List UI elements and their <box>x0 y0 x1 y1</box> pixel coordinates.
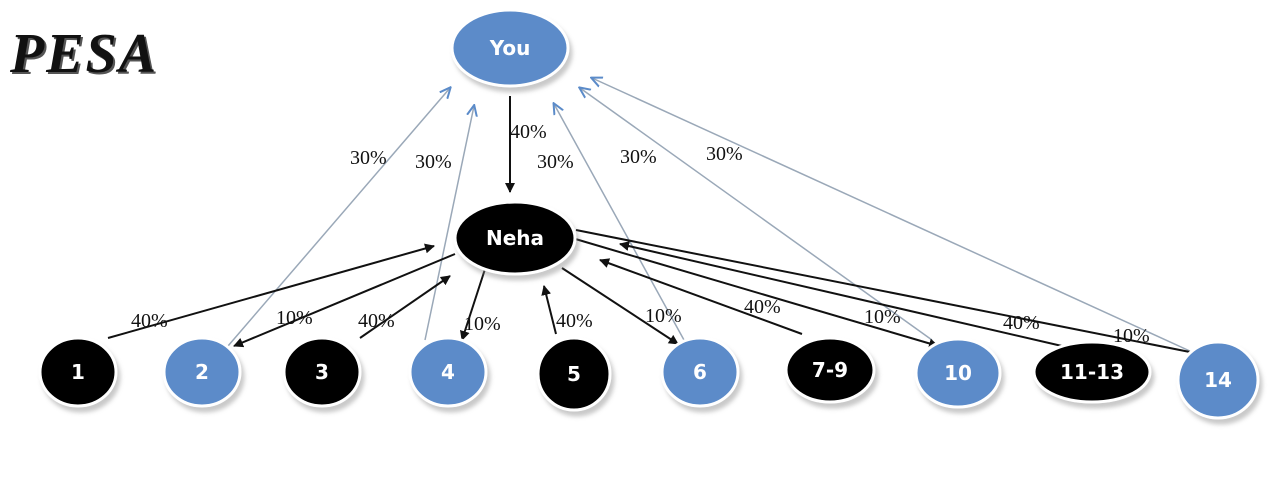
node-n2: 2 <box>162 336 242 408</box>
node-n6-label: 6 <box>693 360 707 384</box>
edge-label-n3-to-neha: 40% <box>358 310 395 332</box>
edge-n11_13-to-neha <box>619 241 1063 347</box>
node-you-label: You <box>489 36 531 60</box>
node-n3-shape <box>282 336 362 408</box>
edge-label-n7_9-to-neha: 40% <box>744 296 781 318</box>
node-neha-shape <box>453 200 577 276</box>
node-n11_13-label: 11-13 <box>1060 360 1124 384</box>
node-n11_13: 11-13 <box>1032 340 1152 404</box>
node-n10: 10 <box>914 337 1002 409</box>
edge-n2-to-you <box>227 88 450 347</box>
edge-n14-to-you <box>592 78 1193 353</box>
node-n7_9: 7-9 <box>784 336 876 404</box>
node-n6-shape <box>660 336 740 408</box>
edge-n7_9-to-neha <box>599 258 803 335</box>
edge-neha-to-n2 <box>233 253 456 348</box>
node-n4: 4 <box>408 336 488 408</box>
pesa-logo: PESA <box>10 23 159 85</box>
node-neha-label: Neha <box>486 226 544 250</box>
node-n2-shape <box>162 336 242 408</box>
node-n4-label: 4 <box>441 360 455 384</box>
edge-label-neha-to-n10: 10% <box>864 306 901 328</box>
edge-n4-to-you <box>424 106 474 341</box>
edge-label-neha-to-n14: 10% <box>1113 325 1150 347</box>
edge-label-neha-to-n6: 10% <box>645 305 682 327</box>
edge-neha-to-n6 <box>561 267 679 345</box>
edge-label-n10-to-you: 30% <box>620 146 657 168</box>
edge-n6-to-you <box>554 104 685 341</box>
node-n3: 3 <box>282 336 362 408</box>
node-n14: 14 <box>1176 340 1260 420</box>
node-n6: 6 <box>660 336 740 408</box>
node-n14-label: 14 <box>1204 368 1232 392</box>
node-n1: 1 <box>38 336 118 408</box>
edge-label-n11_13-to-neha: 40% <box>1003 312 1040 334</box>
node-n2-label: 2 <box>195 360 209 384</box>
edge-n5-to-neha <box>541 285 557 335</box>
edge-n1-to-neha <box>107 243 435 339</box>
node-neha: Neha <box>453 200 577 276</box>
node-n5-label: 5 <box>567 362 581 386</box>
node-n1-shape <box>38 336 118 408</box>
node-n10-label: 10 <box>944 361 972 385</box>
edge-label-n14-to-you: 30% <box>706 143 743 165</box>
node-n1-label: 1 <box>71 360 85 384</box>
node-n5: 5 <box>536 336 612 412</box>
edge-label-neha-to-n2: 10% <box>276 307 313 329</box>
node-n5-shape <box>536 336 612 412</box>
edge-label-n5-to-neha: 40% <box>556 310 593 332</box>
node-n3-label: 3 <box>315 360 329 384</box>
edge-label-n6-to-you: 30% <box>537 151 574 173</box>
edge-label-you-to-neha: 40% <box>510 121 547 143</box>
node-n14-shape <box>1176 340 1260 420</box>
node-n7_9-shape <box>784 336 876 404</box>
edge-n3-to-neha <box>359 275 451 339</box>
node-you-shape <box>450 8 570 88</box>
edge-label-n1-to-neha: 40% <box>131 310 168 332</box>
node-n7_9-label: 7-9 <box>812 358 848 382</box>
edge-label-n2-to-you: 30% <box>350 147 387 169</box>
edge-n10-to-you <box>580 88 933 341</box>
edge-neha-to-n4 <box>460 265 487 341</box>
edge-label-n4-to-you: 30% <box>415 151 452 173</box>
node-n11_13-shape <box>1032 340 1152 404</box>
edge-label-neha-to-n4: 10% <box>464 313 501 335</box>
edge-neha-to-n10 <box>571 237 939 349</box>
node-n10-shape <box>914 337 1002 409</box>
edge-neha-to-n14 <box>575 229 1211 360</box>
node-n4-shape <box>408 336 488 408</box>
node-you: You <box>450 8 570 88</box>
